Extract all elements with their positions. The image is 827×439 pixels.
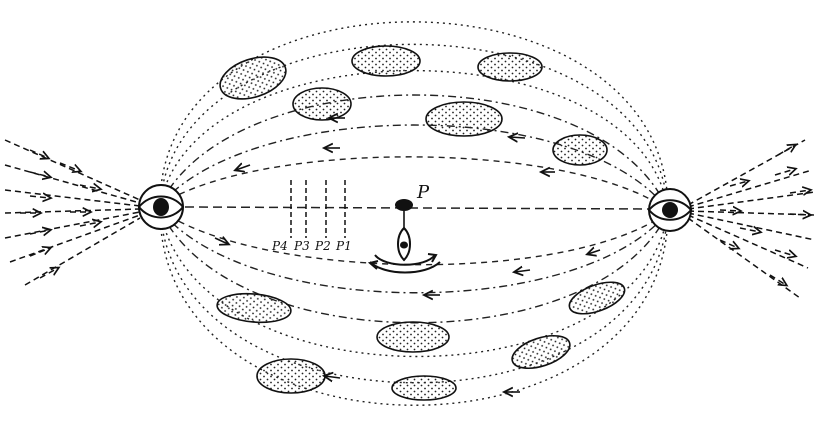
stippled-ellipse-icon — [478, 53, 542, 81]
stippled-ellipse-icon — [257, 359, 325, 393]
center-particle-icon — [395, 199, 413, 228]
stippled-ellipse-icon — [293, 88, 351, 120]
inner-line-top-3 — [160, 157, 668, 210]
label-p3: P3 — [293, 239, 310, 253]
arrow-bottom-b — [515, 270, 530, 272]
label-p4: P4 — [271, 239, 288, 253]
stippled-ellipse-icon — [553, 135, 607, 165]
stippled-ellipse-icon — [426, 102, 502, 136]
stippled-ellipse-icon — [392, 376, 456, 400]
label-p2: P2 — [314, 239, 331, 253]
arrow-bottom-e — [325, 376, 340, 378]
label-p: P — [416, 182, 430, 203]
stippled-ellipse-icon — [377, 322, 449, 352]
position-markers — [291, 180, 345, 238]
inner-line-bottom-2 — [160, 210, 668, 293]
arrow-top-c — [510, 137, 525, 138]
right-rays — [688, 140, 815, 298]
floating-bodies — [215, 46, 629, 400]
arrow-top-e — [236, 165, 250, 170]
rotation-arrow-icon — [370, 228, 440, 273]
central-axis — [185, 207, 650, 209]
label-p1: P1 — [335, 239, 352, 253]
right-eye-icon — [649, 189, 691, 231]
inner-line-bottom-3 — [160, 210, 668, 265]
arrow-bottom-c — [588, 250, 600, 254]
stippled-ellipse-icon — [215, 49, 291, 106]
field-line-top-1 — [160, 22, 668, 210]
left-eye-icon — [139, 185, 183, 229]
stippled-ellipse-icon — [508, 329, 574, 374]
stippled-ellipse-icon — [216, 291, 292, 325]
left-rays — [5, 140, 140, 285]
stippled-ellipse-icon — [352, 46, 420, 76]
